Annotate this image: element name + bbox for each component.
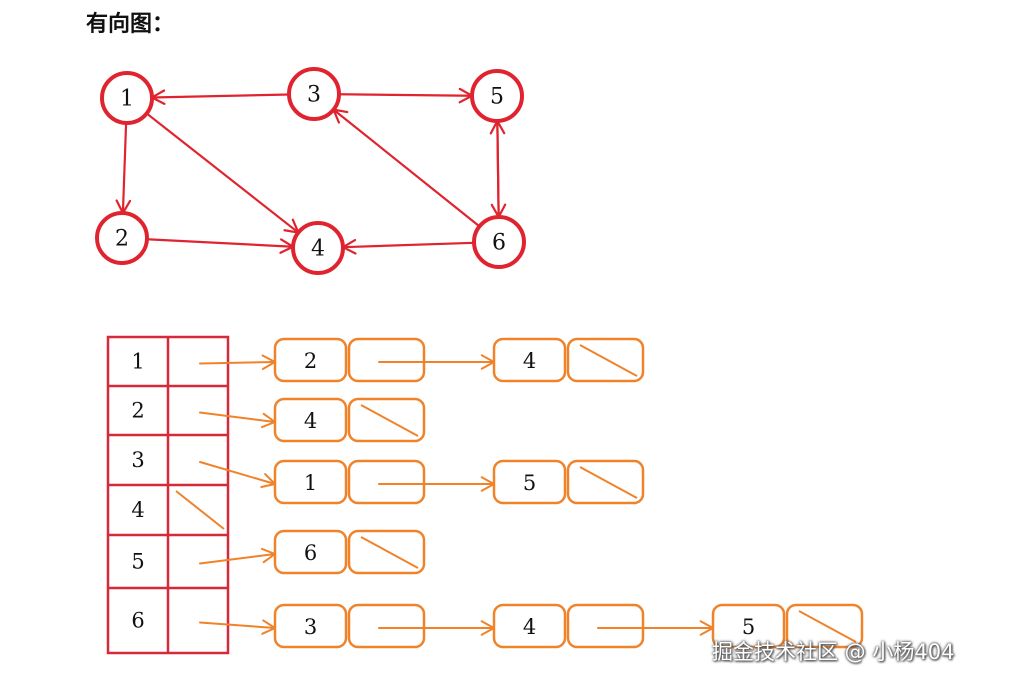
graph-edge-6-3: [332, 108, 481, 228]
list-node-value-box: [492, 337, 567, 383]
graph-node-2: [95, 211, 149, 265]
list-node: [492, 603, 645, 649]
list-node-pointer-box: [347, 337, 426, 383]
list-node: [273, 529, 426, 575]
graph-node-5: [470, 69, 524, 123]
list-node-pointer-box: [566, 603, 645, 649]
graph-edge-6-5: [489, 119, 506, 219]
graph-node-label-3: 3: [307, 83, 321, 108]
head-pointer-arrow: [199, 547, 276, 565]
list-node: [492, 337, 645, 383]
watermark: 掘金技术社区 @ 小杨404: [712, 640, 955, 664]
null-pointer-slash: [175, 490, 225, 530]
list-node-pointer-box: [347, 459, 426, 505]
list-node: [273, 603, 426, 649]
graph-edge-1-2: [115, 121, 132, 215]
graph-node-label-1: 1: [120, 87, 134, 112]
graph-edge-3-1: [150, 89, 291, 106]
list-node-value-box: [273, 337, 348, 383]
list-node-value-box: [711, 603, 786, 649]
list-node-value-box: [273, 397, 348, 443]
vertex-label-5: 5: [131, 550, 144, 574]
list-node-pointer-box: [347, 603, 426, 649]
vertex-label-2: 2: [131, 399, 144, 423]
list-node-value-box: [273, 529, 348, 575]
graph-edge-6-4: [341, 238, 476, 255]
head-pointer-arrow: [199, 411, 276, 429]
head-pointer-arrow: [199, 354, 276, 370]
list-node: [273, 397, 426, 443]
list-node-value: 4: [304, 409, 317, 433]
list-node-value: 2: [304, 349, 317, 373]
list-node: [273, 337, 426, 383]
vertex-label-1: 1: [131, 350, 144, 374]
vertex-label-6: 6: [131, 609, 144, 633]
list-node-value: 5: [523, 471, 536, 495]
list-node-value: 6: [304, 541, 317, 565]
graph-node-label-4: 4: [311, 237, 325, 262]
graph-edge-1-4: [145, 112, 300, 234]
null-pointer-slash: [579, 344, 638, 377]
graph-node-4: [291, 221, 345, 275]
vertex-label-3: 3: [131, 448, 144, 472]
list-node: [273, 459, 426, 505]
vertex-label-4: 4: [131, 498, 144, 522]
list-node-value: 4: [523, 615, 536, 639]
list-node-value-box: [492, 459, 567, 505]
null-pointer-slash: [360, 404, 419, 437]
list-node-value: 5: [742, 615, 755, 639]
graph-node-label-2: 2: [115, 227, 129, 252]
list-node-value: 3: [304, 615, 317, 639]
list-node-value-box: [273, 603, 348, 649]
graph-edge-2-4: [145, 238, 295, 254]
graph-edge-3-5: [337, 87, 474, 104]
head-pointer-arrow: [199, 461, 276, 488]
graph-node-label-5: 5: [490, 85, 504, 110]
null-pointer-slash: [798, 610, 857, 643]
null-pointer-slash: [360, 536, 419, 569]
list-node-value: 4: [523, 349, 536, 373]
graph-node-1: [100, 71, 154, 125]
page-title: 有向图：: [86, 12, 175, 37]
list-node-value: 1: [304, 471, 317, 495]
list-node: [492, 459, 645, 505]
list-node-value-box: [492, 603, 567, 649]
graph-node-label-6: 6: [492, 231, 506, 256]
null-pointer-slash: [579, 466, 638, 499]
graph-node-3: [287, 67, 341, 121]
list-node-value-box: [273, 459, 348, 505]
head-pointer-arrow: [199, 619, 276, 635]
graph-node-6: [472, 215, 526, 269]
